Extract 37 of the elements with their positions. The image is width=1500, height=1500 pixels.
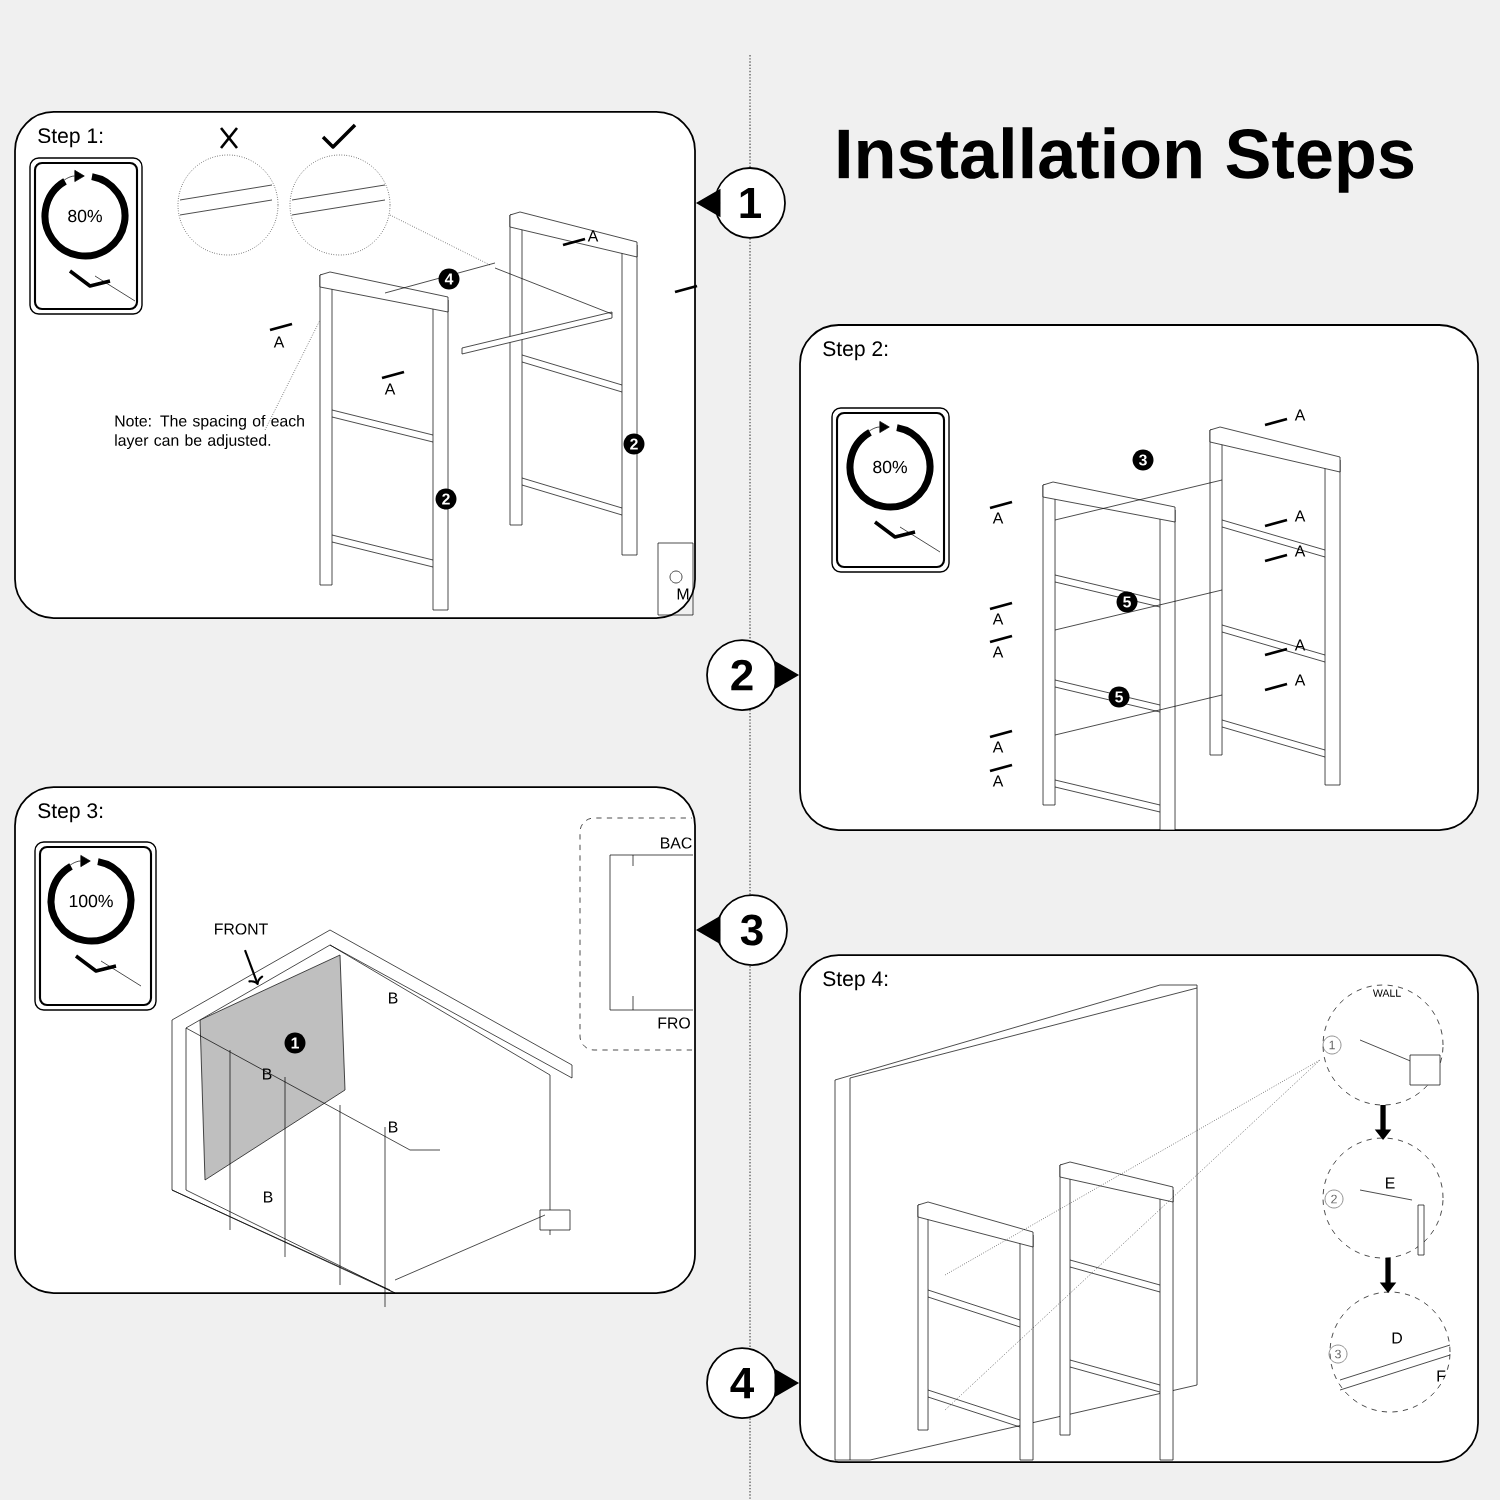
callout-number: 2 [435,488,457,510]
part-label: A [1294,545,1306,557]
part-label: D [1392,1332,1402,1344]
part-label: M [677,588,689,600]
detail-number: 1 [1322,1035,1342,1055]
detail-number: 2 [1324,1189,1344,1209]
part-label: A [992,646,1004,658]
part-label: A [384,383,396,395]
part-label: B [264,1191,273,1203]
part-label: B [263,1068,272,1080]
part-label: A [1294,674,1306,686]
callout-number: 5 [1108,686,1130,708]
part-label: A [1294,639,1306,651]
part-label: B [389,992,398,1004]
part-label: A [587,230,599,242]
part-label: FRONT [215,923,268,935]
callout-number: 1 [284,1032,306,1054]
title: Installation Steps [838,127,1414,193]
callout-number: 3 [1132,449,1154,471]
callout-number: 2 [623,433,645,455]
part-label: F [1437,1370,1446,1382]
part-label: A [992,741,1004,753]
part-label: B [389,1121,398,1133]
part-label: BAC [661,837,692,849]
callout-number: 4 [438,268,460,290]
note-text: Note: The spacing of each layer can be adjusted. [115,414,304,450]
part-label: A [1294,510,1306,522]
part-label: A [992,775,1004,787]
part-label: A [273,336,285,348]
detail-number: 3 [1328,1344,1348,1364]
callout-number: 5 [1116,591,1138,613]
part-label: WALL [1372,989,1401,997]
part-label: A [992,512,1004,524]
part-label: FRO [658,1017,690,1029]
part-label: A [1294,409,1306,421]
part-label: E [1386,1177,1395,1189]
part-label: A [992,613,1004,625]
